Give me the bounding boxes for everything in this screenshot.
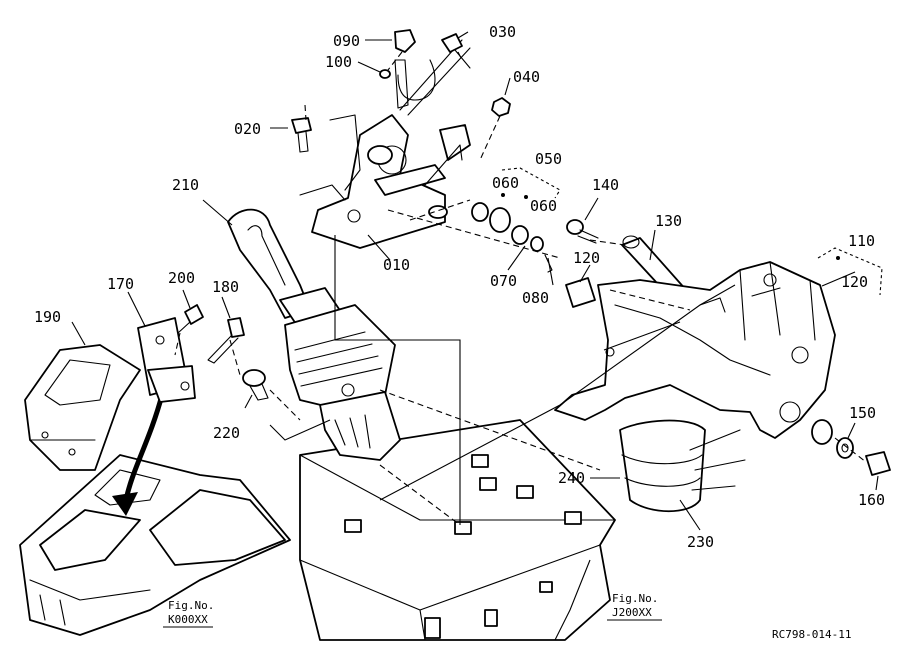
part-120-bushing	[565, 277, 833, 445]
fig-ref-title: Fig.No.	[612, 592, 658, 605]
label-220: 220	[213, 424, 240, 442]
label-180: 180	[212, 278, 239, 296]
part-200-bolt	[177, 304, 204, 334]
assembly-lines	[269, 235, 736, 641]
console-cover	[19, 454, 291, 636]
part-040-nut	[491, 97, 511, 117]
fig-ref-k000xx[interactable]: Fig.No. K000XX	[163, 599, 214, 628]
part-150-washer	[836, 437, 854, 459]
part-220-bolt	[242, 369, 269, 401]
part-030-bolt	[441, 33, 471, 69]
label-190: 190	[34, 308, 61, 326]
label-150: 150	[849, 404, 876, 422]
part-180-bolt	[207, 317, 245, 364]
part-160-bolt	[865, 451, 891, 476]
label-040: 040	[513, 68, 540, 86]
part-060-collar	[471, 202, 553, 273]
label-120-a: 120	[573, 249, 600, 267]
part-100-pin	[379, 69, 391, 79]
label-080: 080	[522, 289, 549, 307]
part-090-knob	[394, 29, 416, 53]
label-210: 210	[172, 176, 199, 194]
label-160: 160	[858, 491, 885, 509]
label-090: 090	[333, 32, 360, 50]
label-100: 100	[325, 53, 352, 71]
label-010: 010	[383, 256, 410, 274]
fig-ref-code: K000XX	[168, 613, 208, 626]
label-060-a: 060	[492, 174, 519, 192]
drawing-code: RC798-014-11	[772, 628, 851, 641]
part-210-joystick	[227, 208, 401, 461]
fig-ref-code: J200XX	[612, 606, 652, 619]
label-020: 020	[234, 120, 261, 138]
fig-ref-j200xx[interactable]: Fig.No. J200XX	[607, 592, 662, 621]
label-060-b: 060	[530, 197, 557, 215]
part-010-bracket	[299, 39, 471, 249]
label-140: 140	[592, 176, 619, 194]
part-labels: 090 030 100 040 020 050 060 060 140 130 …	[34, 23, 885, 551]
main-lever-bracket	[554, 261, 836, 513]
label-050: 050	[535, 150, 562, 168]
part-190-cover	[24, 344, 141, 471]
label-130: 130	[655, 212, 682, 230]
label-120-b: 120	[841, 273, 868, 291]
label-240: 240	[558, 469, 585, 487]
group-050-bracket	[501, 167, 561, 199]
center-lines	[174, 51, 867, 526]
label-200: 200	[168, 269, 195, 287]
part-020-bolt	[291, 117, 312, 153]
label-110: 110	[848, 232, 875, 250]
floor-panel	[299, 419, 616, 641]
label-030: 030	[489, 23, 516, 41]
part-140-bolt	[566, 219, 599, 244]
assembly-arrow	[112, 394, 165, 516]
group-110-bracket	[817, 247, 883, 296]
label-230: 230	[687, 533, 714, 551]
label-170: 170	[107, 275, 134, 293]
label-070: 070	[490, 272, 517, 290]
fig-ref-title: Fig.No.	[168, 599, 214, 612]
leader-lines	[71, 31, 879, 531]
part-170-bracket	[137, 317, 196, 403]
